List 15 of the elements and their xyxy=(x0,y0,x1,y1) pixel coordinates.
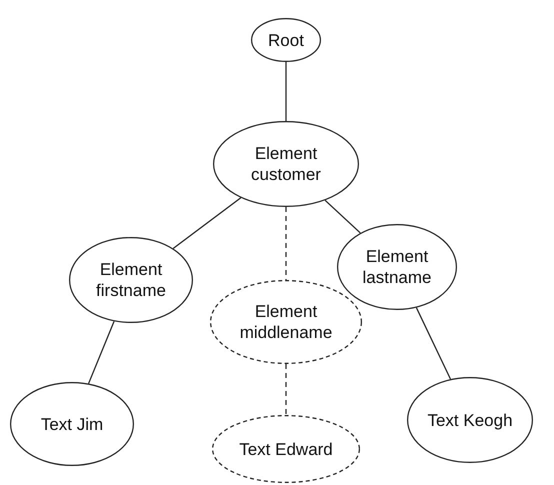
connector-line xyxy=(285,364,287,415)
node-label: Text Keogh xyxy=(427,410,513,430)
node-label: Element customer xyxy=(250,143,322,185)
node-label: Element firstname xyxy=(95,259,167,301)
node-label: Root xyxy=(268,30,304,50)
connector-line xyxy=(285,62,287,121)
connector-line xyxy=(416,307,452,380)
connector-line xyxy=(172,197,242,249)
connector-line xyxy=(324,200,361,234)
connector-line xyxy=(285,207,287,280)
node-label: Element middlename xyxy=(238,301,334,343)
node-label: Text Edward xyxy=(239,438,333,460)
connector-line xyxy=(88,321,115,384)
node-label: Text Jim xyxy=(40,414,104,434)
node-label: Element lastname xyxy=(362,246,432,288)
